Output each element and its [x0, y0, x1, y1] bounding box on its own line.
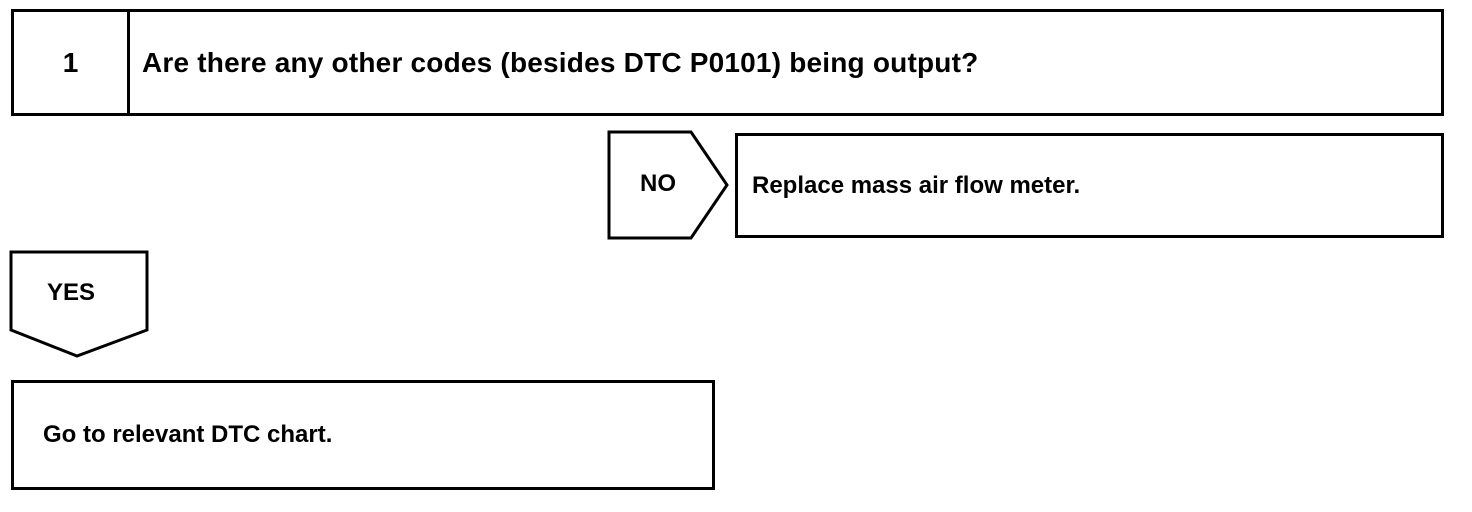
no-action-box: Replace mass air flow meter.	[735, 133, 1444, 238]
yes-action-text: Go to relevant DTC chart.	[43, 421, 333, 448]
yes-arrow-shape	[9, 250, 149, 358]
no-arrow-shape	[607, 130, 729, 240]
yes-label: YES	[47, 279, 96, 306]
no-action-text: Replace mass air flow meter.	[752, 171, 1081, 199]
yes-action-box: Go to relevant DTC chart.	[11, 380, 715, 490]
no-label: NO	[640, 170, 676, 197]
step-number: 1	[14, 12, 130, 113]
step-box: 1 Are there any other codes (besides DTC…	[11, 9, 1444, 116]
step-question: Are there any other codes (besides DTC P…	[142, 46, 979, 78]
